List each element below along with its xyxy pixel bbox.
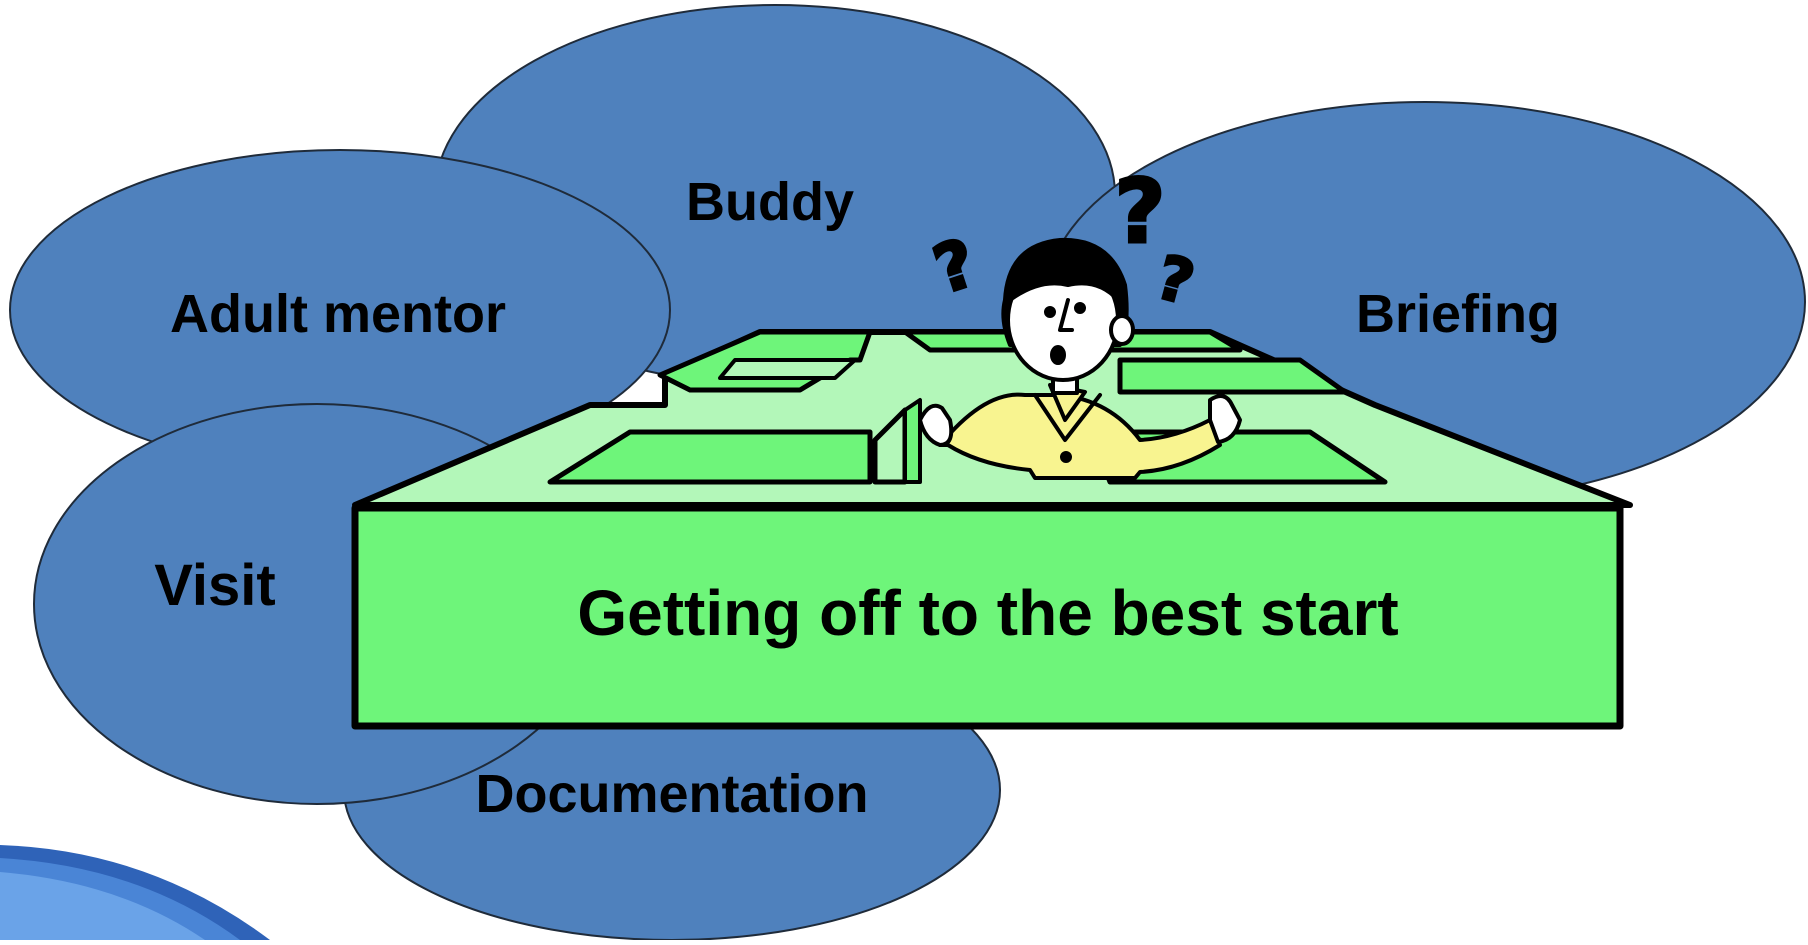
center-box-label: Getting off to the best start [577, 577, 1398, 649]
question-mark-icon: ? [1113, 159, 1167, 265]
label-briefing: Briefing [1356, 284, 1560, 344]
label-documentation: Documentation [475, 764, 868, 824]
label-buddy: Buddy [686, 172, 854, 232]
slide-decoration-swoosh [0, 845, 270, 940]
label-adult-mentor: Adult mentor [170, 284, 506, 344]
svg-text:?: ? [1114, 160, 1165, 263]
label-visit: Visit [154, 553, 275, 618]
maze-illustration [351, 329, 1633, 730]
confused-person-icon [918, 237, 1242, 480]
